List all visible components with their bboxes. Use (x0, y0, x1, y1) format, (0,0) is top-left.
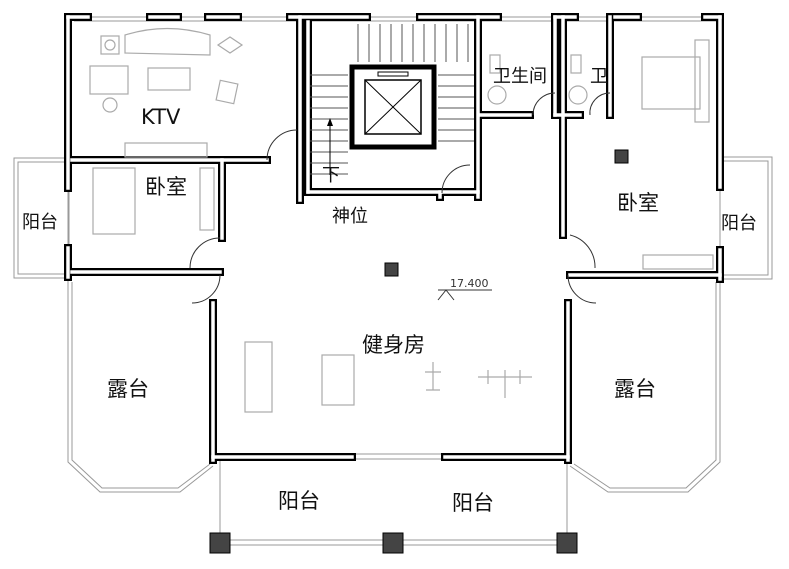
stairs-down-label: 下 (322, 165, 340, 186)
room-label-ktv: KTV (141, 105, 181, 129)
columns (209, 149, 629, 554)
room-label-bedroom-left: 卧室 (145, 175, 187, 199)
room-label-bedroom-right: 卧室 (617, 191, 659, 215)
room-label-balcony-bottom-right: 阳台 (452, 491, 494, 515)
outer-railings (13, 16, 773, 546)
furniture (89, 27, 714, 413)
walls (64, 13, 724, 464)
room-label-bathroom-small: 卫 (590, 66, 608, 87)
room-label-balcony-bottom-left: 阳台 (278, 489, 320, 513)
room-label-terrace-right: 露台 (614, 377, 656, 401)
room-label-bathroom: 卫生间 (493, 66, 547, 87)
staircase (310, 24, 474, 175)
room-label-balcony-left: 阳台 (22, 212, 58, 233)
doors (189, 92, 611, 304)
room-label-gym: 健身房 (362, 333, 425, 357)
room-label-balcony-right: 阳台 (721, 213, 757, 234)
elevation-label: 17.400 (450, 277, 489, 290)
room-label-terrace-left: 露台 (107, 377, 149, 401)
room-label-shrine: 神位 (332, 206, 368, 227)
elevation-marker: 17.400 (437, 277, 492, 301)
